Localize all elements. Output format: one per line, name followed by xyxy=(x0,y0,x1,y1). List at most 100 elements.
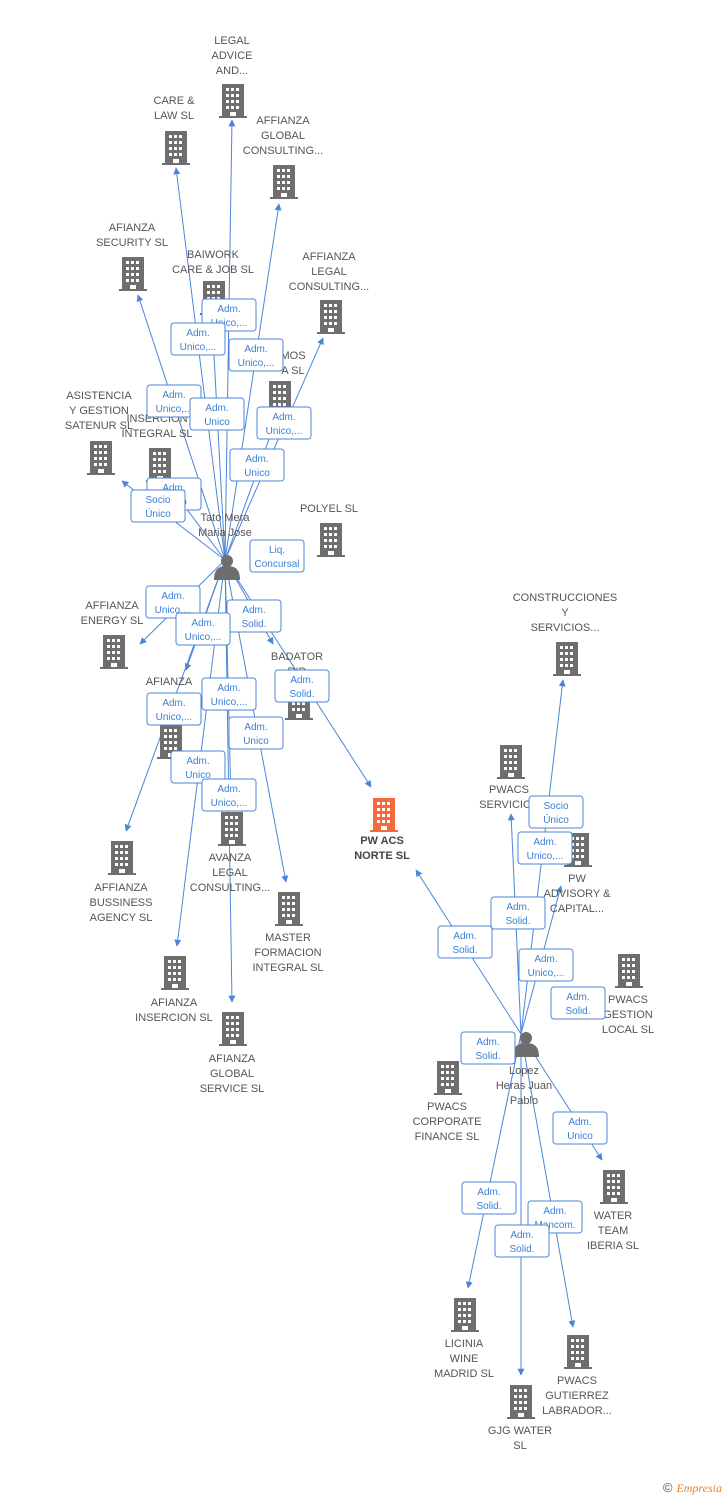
building-icon[interactable] xyxy=(553,642,581,676)
empresia-credit[interactable]: ©Empresia xyxy=(663,1480,722,1496)
edge-role-label[interactable]: Adm.Unico,... xyxy=(170,322,226,356)
company-label-line: FINANCE SL xyxy=(415,1131,480,1143)
edge-role-label[interactable]: Adm.Solid. xyxy=(550,986,606,1020)
edge-role-text-line: Adm. xyxy=(245,454,268,465)
building-icon[interactable] xyxy=(600,1170,628,1204)
building-icon[interactable] xyxy=(219,1012,247,1046)
building-icon[interactable] xyxy=(317,300,345,334)
building-icon[interactable] xyxy=(497,745,525,779)
edge-role-label[interactable]: Adm.Unico,... xyxy=(175,612,231,646)
edge-role-label[interactable]: Adm.Unico xyxy=(552,1111,608,1145)
edge-role-label[interactable]: Liq.Concursal xyxy=(249,539,305,573)
edge-role-label[interactable]: Adm.Unico,... xyxy=(146,692,202,726)
edge-role-label[interactable]: Adm.Solid. xyxy=(490,896,546,930)
company-label-line: GJG WATER xyxy=(488,1425,552,1437)
building-icon[interactable] xyxy=(275,892,303,926)
person-icon[interactable] xyxy=(513,1032,539,1057)
edge-role-label[interactable]: Adm.Solid. xyxy=(461,1181,517,1215)
edge-role-text: Adm.Unico,... xyxy=(528,954,565,979)
edge-role-label[interactable]: Adm.Solid. xyxy=(437,925,493,959)
edge-role-label[interactable]: Adm.Unico xyxy=(170,750,226,784)
edge-role-label[interactable]: Adm.Unico,... xyxy=(201,677,257,711)
building-icon[interactable] xyxy=(615,954,643,988)
edge-role-label[interactable]: Adm.Unico,... xyxy=(518,948,574,982)
edge-role-label[interactable]: Adm.Unico,... xyxy=(228,338,284,372)
company-node-polyel[interactable]: POLYEL SL xyxy=(300,503,358,557)
company-label-line: AFIANZA xyxy=(209,1053,256,1065)
edge-role-label-box xyxy=(494,1224,550,1258)
building-icon[interactable] xyxy=(162,131,190,165)
building-icon[interactable] xyxy=(100,635,128,669)
edge-role-label[interactable]: Adm.Solid. xyxy=(494,1224,550,1258)
edge-role-label[interactable]: Adm.Unico,... xyxy=(201,778,257,812)
company-label-line: PWACS xyxy=(489,784,529,796)
building-icon[interactable] xyxy=(218,812,246,846)
company-label-line: GUTIERREZ xyxy=(545,1390,609,1402)
building-icon[interactable] xyxy=(87,441,115,475)
building-icon[interactable] xyxy=(434,1061,462,1095)
building-icon[interactable] xyxy=(507,1385,535,1419)
edge-role-label[interactable]: Adm.Unico,... xyxy=(146,384,202,418)
edge-role-label[interactable]: Adm.Solid. xyxy=(460,1031,516,1065)
edge-role-text-line: Unico xyxy=(243,736,269,747)
edge-role-label[interactable]: Adm.Unico xyxy=(189,397,245,431)
building-icon[interactable] xyxy=(451,1298,479,1332)
edge-role-text-line: Unico xyxy=(204,417,230,428)
building-icon[interactable] xyxy=(270,165,298,199)
edge-role-text: Adm.Unico xyxy=(244,454,270,479)
edge-role-label[interactable]: Adm.Unico,... xyxy=(145,585,201,619)
edge-role-label[interactable]: Adm.Solid. xyxy=(274,669,330,703)
building-icon[interactable] xyxy=(108,841,136,875)
building-icon[interactable] xyxy=(317,523,345,557)
edge-role-text-line: Adm. xyxy=(244,344,267,355)
company-label-line: AFFIANZA xyxy=(94,882,148,894)
edge-role-label[interactable]: Adm.Unico xyxy=(228,716,284,750)
company-label-line: GLOBAL xyxy=(261,130,305,142)
building-icon[interactable] xyxy=(219,84,247,118)
building-icon[interactable] xyxy=(564,1335,592,1369)
building-icon[interactable] xyxy=(161,956,189,990)
building-icon[interactable] xyxy=(146,448,174,482)
focus-building-icon[interactable] xyxy=(370,798,398,832)
edge-role-label[interactable]: Adm.Solid. xyxy=(226,599,282,633)
company-label-line: SERVICIOS... xyxy=(531,622,600,634)
edge-role-label[interactable]: Adm.Unico xyxy=(229,448,285,482)
edge-role-text: Adm.Unico,... xyxy=(156,698,193,723)
edge-role-label[interactable]: Adm.Unico,... xyxy=(256,406,312,440)
building-icon[interactable] xyxy=(119,257,147,291)
edge-role-text: Adm.Solid. xyxy=(505,902,530,927)
edge-role-label[interactable]: Adm.Unico,... xyxy=(517,831,573,865)
edge-role-text-line: Adm. xyxy=(534,954,557,965)
company-node-care_law[interactable]: CARE &LAW SL xyxy=(154,95,196,165)
